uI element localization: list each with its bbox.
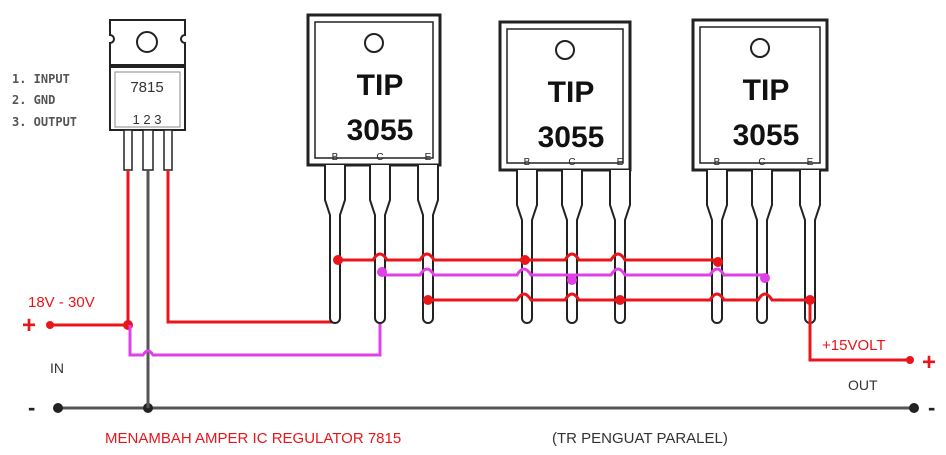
pin-label: B [524,157,531,168]
pin-label: B [714,157,721,168]
input-plus-sign: + [22,312,36,339]
pin-label: E [807,157,814,168]
transistor-name: TIP [743,74,790,107]
caption-sub: (TR PENGUAT PARALEL) [552,430,728,447]
input-minus-sign: - [28,395,35,420]
output-label: OUT [848,377,878,393]
input-voltage-label: 18V - 30V [28,294,95,311]
input-label: IN [50,360,64,376]
pin-label: E [425,152,432,163]
pin-legend-input: 1. INPUT [12,72,70,86]
output-voltage-label: +15VOLT [822,337,886,354]
pin-legend-gnd: 2. GND [12,93,55,107]
transistor-number: 3055 [347,114,414,147]
transistor-name: TIP [357,69,404,102]
transistor-number: 3055 [538,121,605,154]
ground-node-right [909,403,919,413]
regulator-part-label: 7815 [130,79,163,96]
pin-label: C [376,152,383,163]
transistor-number: 3055 [733,119,800,152]
regulator-7815 [109,19,186,171]
pin-label: E [617,157,624,168]
output-minus-sign: - [928,395,935,420]
pin-label: C [758,157,765,168]
pin-label: B [332,152,339,163]
output-plus-sign: + [922,349,936,376]
regulator-pin-numbers: 1 2 3 [133,112,162,127]
transistor-name: TIP [548,76,595,109]
pin-label: C [568,157,575,168]
pin-legend-output: 3. OUTPUT [12,115,77,129]
ground-node-left [53,403,63,413]
caption-main: MENAMBAH AMPER IC REGULATOR 7815 [105,430,401,447]
